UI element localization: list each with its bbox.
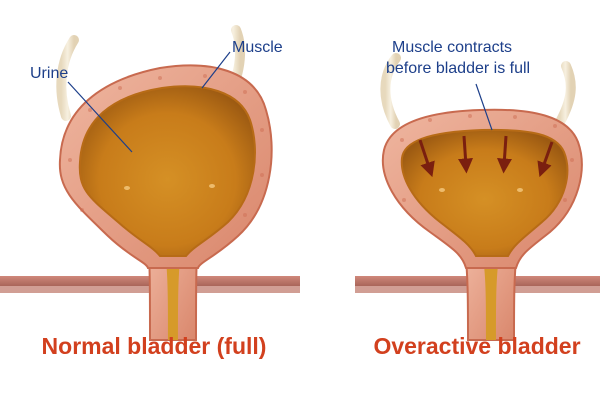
- before-full-label: before bladder is full: [386, 60, 530, 77]
- normal-bladder-illustration: Urine Muscle Normal bladder (full): [0, 25, 300, 359]
- muscle-texture-left: [68, 74, 264, 217]
- contraction-leader-line: [475, 83, 493, 131]
- muscle-contracts-label: Muscle contracts: [392, 39, 512, 56]
- muscle-leader-line: [201, 51, 231, 89]
- urine-right: [400, 128, 569, 257]
- ureter-right-1: [380, 53, 401, 129]
- urine-label: Urine: [30, 65, 68, 82]
- contraction-arrow-3: [497, 135, 512, 174]
- contraction-arrows: [418, 135, 554, 178]
- ureter-left-1: [56, 35, 79, 121]
- muscle-label: Muscle: [232, 39, 283, 56]
- contraction-arrow-2: [458, 135, 473, 174]
- ureter-right-2: [555, 61, 576, 127]
- overactive-bladder-illustration: Muscle contracts before bladder is full …: [355, 39, 600, 359]
- normal-bladder-caption: Normal bladder (full): [42, 333, 267, 359]
- overactive-bladder-caption: Overactive bladder: [373, 333, 580, 359]
- urine-leader-line: [67, 81, 133, 153]
- contraction-arrow-1: [418, 139, 435, 178]
- urine-left: [78, 85, 256, 257]
- contraction-arrow-4: [537, 141, 554, 178]
- muscle-texture-right: [400, 114, 574, 202]
